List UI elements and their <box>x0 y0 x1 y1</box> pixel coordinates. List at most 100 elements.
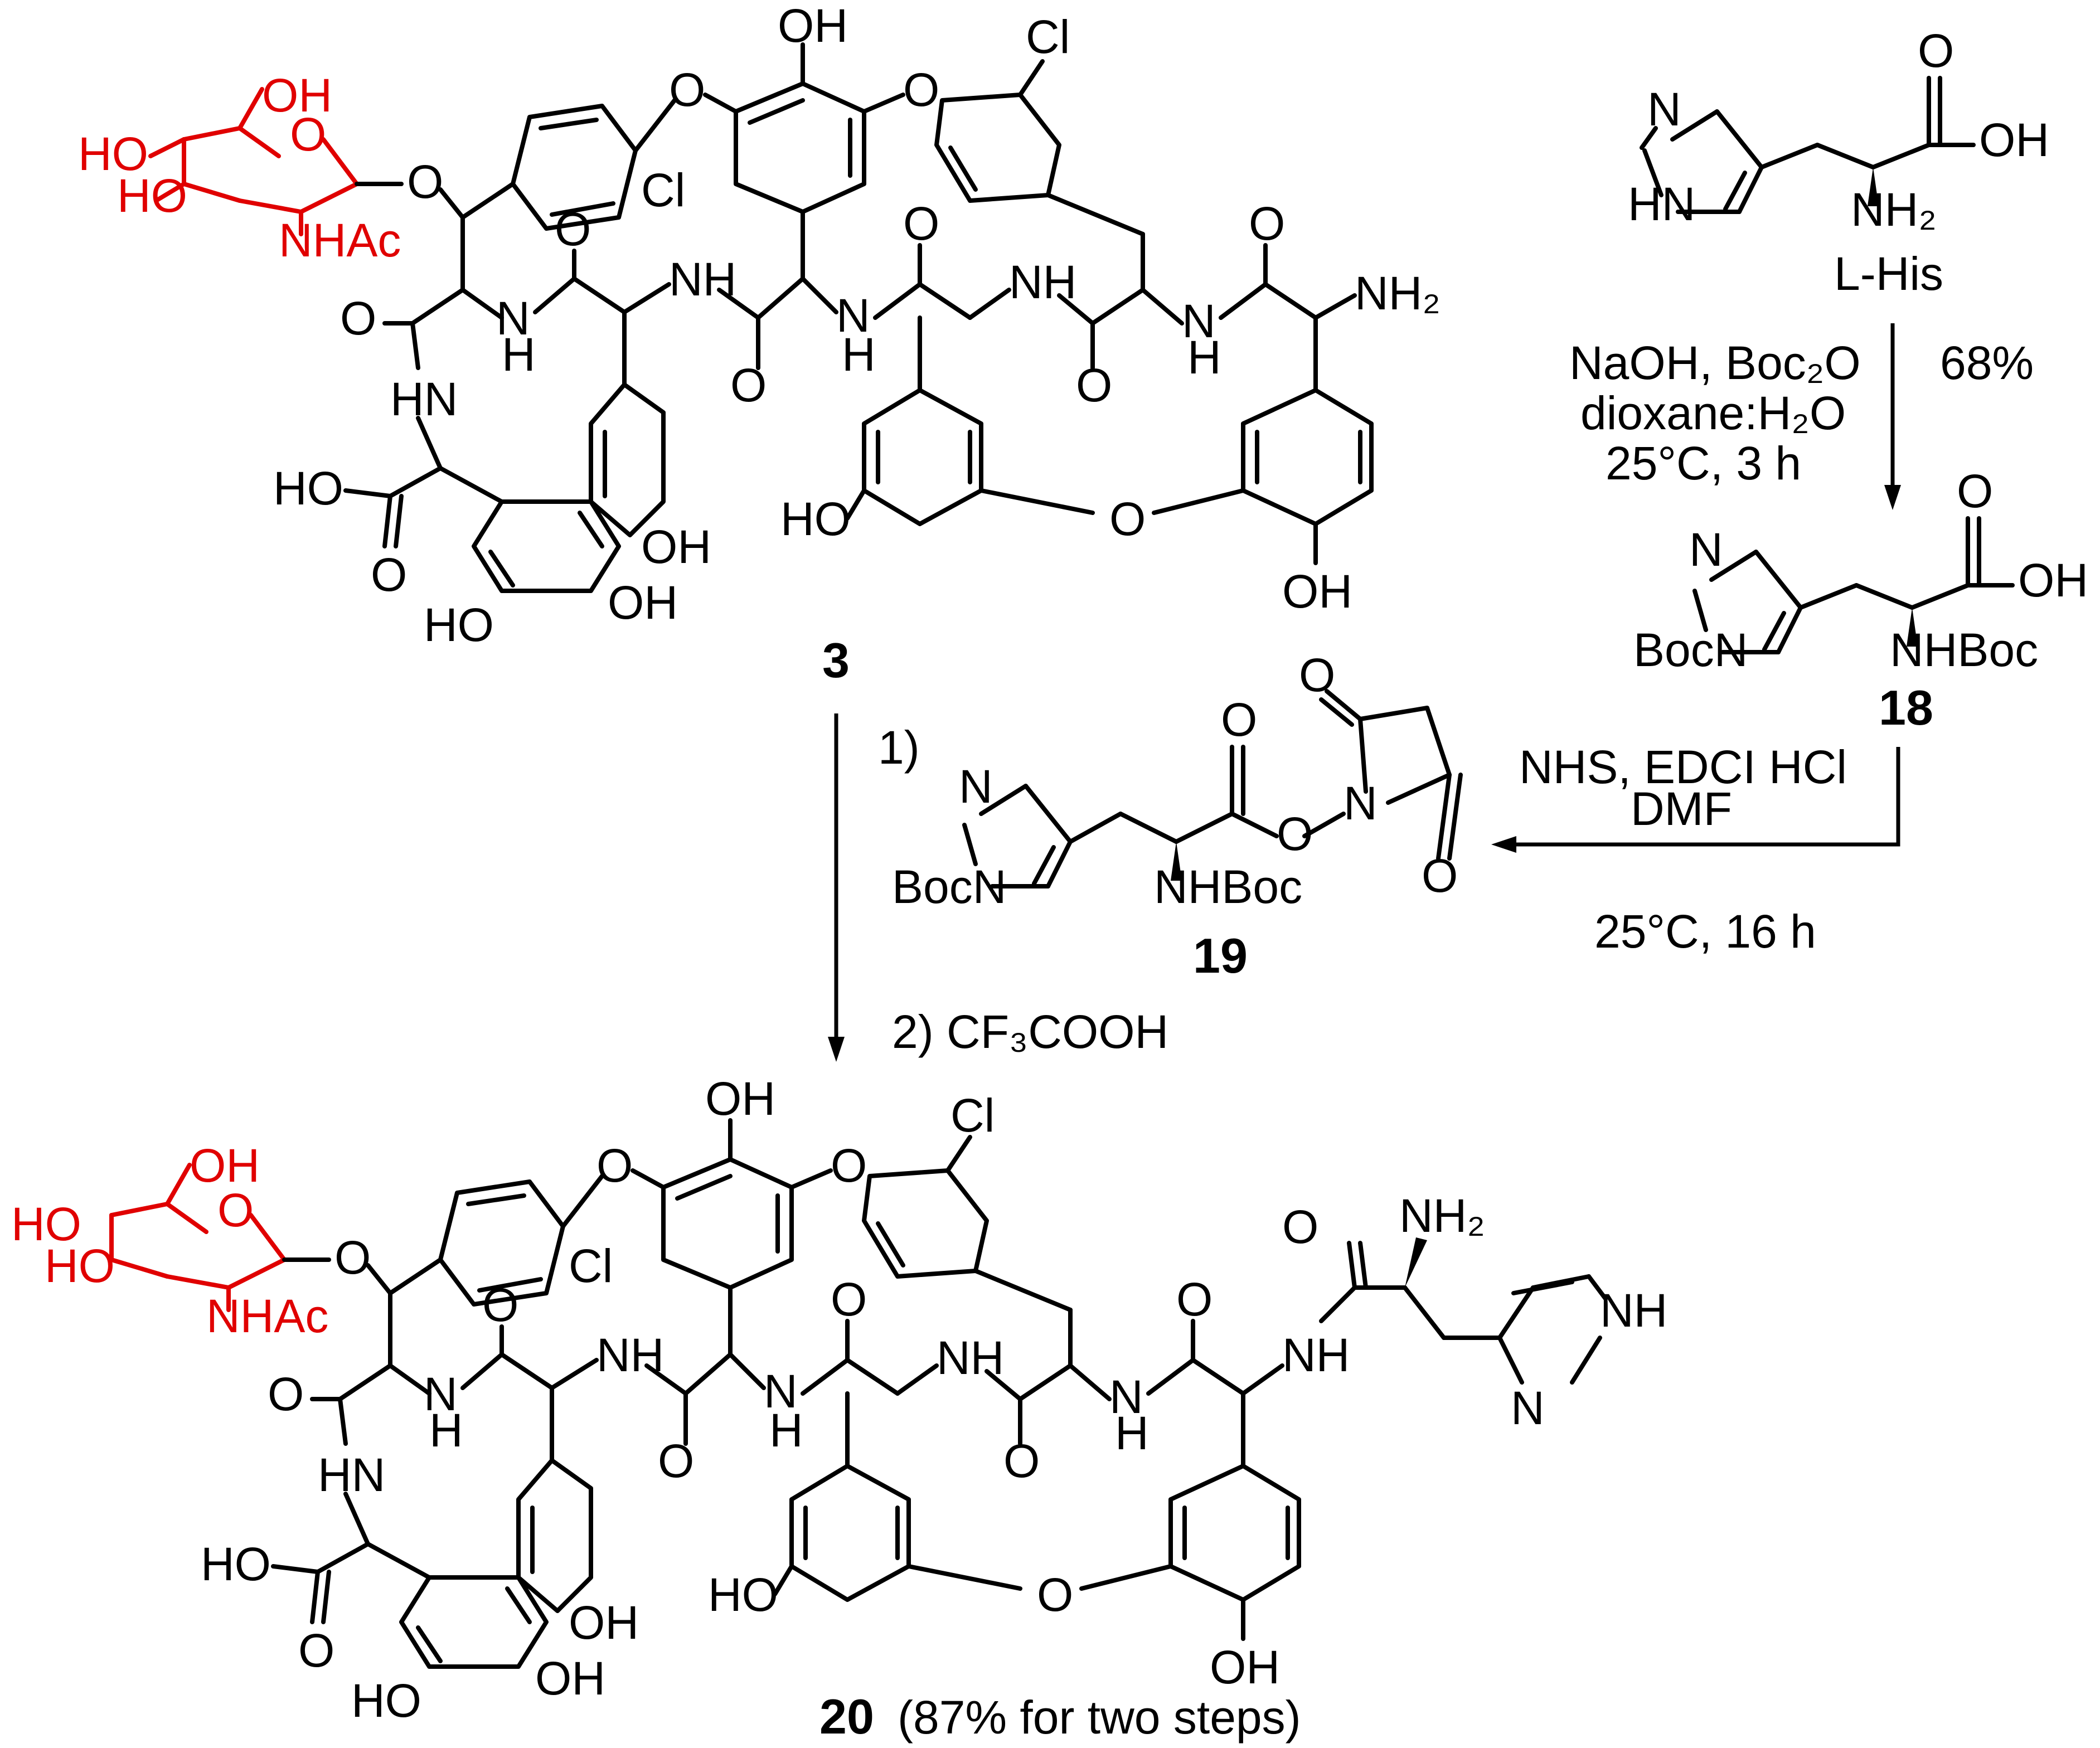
c19-nhs-o2: O <box>1422 849 1458 902</box>
c3-nh3: N <box>836 289 870 342</box>
c20-his-ring-n: N <box>1511 1382 1545 1434</box>
step3-part2: 2) CF₃COOH <box>892 1006 1168 1058</box>
c3-right-oh: OH <box>1282 565 1352 618</box>
c20-sugar-nhac: NHAc <box>206 1290 328 1342</box>
c3-sugar-nhac: NHAc <box>279 214 401 266</box>
c20-nh1: N <box>424 1368 458 1420</box>
c20-o-carbonyl4: O <box>831 1273 867 1325</box>
c20-o-carbonyl3: O <box>658 1435 694 1487</box>
c3-o-carbonyl4: O <box>903 197 939 250</box>
c20-sugar: OH HO HO O NHAc <box>11 1139 328 1342</box>
c3-o-carbonyl1: O <box>340 292 376 344</box>
c3-nh3-h: H <box>842 328 876 381</box>
step2-arrow <box>1511 747 1900 847</box>
his-ring-n: N <box>1647 83 1681 135</box>
c3-nh5: N <box>1182 295 1216 347</box>
c20-top-oh: OH <box>705 1072 775 1125</box>
step3-part1: 1) <box>878 721 920 774</box>
his-acid-oh: OH <box>1979 114 2049 166</box>
c20-sugar-ho3: HO <box>45 1240 115 1292</box>
compound-19-label: 19 <box>1193 928 1248 983</box>
c3-cl2: Cl <box>1026 11 1070 63</box>
compound-20-structure: OH HO HO O NHAc O O Cl OH O Cl <box>11 1072 1667 1727</box>
c3-sugar-ho4: HO <box>78 128 148 180</box>
c20-phenol-ho: HO <box>708 1569 778 1621</box>
c20-nh5: N <box>1109 1371 1143 1423</box>
c20-sugar-ring-o: O <box>217 1184 254 1236</box>
c20-lower-oh1: OH <box>535 1652 605 1705</box>
step1-conditions: 25°C, 3 h <box>1606 437 1801 489</box>
c3-nh2-terminal: NH₂ <box>1355 267 1441 319</box>
c19-carbonyl-o: O <box>1221 693 1257 746</box>
c3-o-carbonyl5: O <box>1076 359 1112 411</box>
c20-his-nh2: NH₂ <box>1399 1189 1485 1242</box>
c20-nh3: N <box>764 1365 798 1417</box>
step2-conditions: 25°C, 16 h <box>1594 905 1816 958</box>
c20-nh6: NH <box>1282 1329 1350 1381</box>
compound-3-label: 3 <box>822 633 850 688</box>
c3-o-carbonyl3: O <box>730 359 767 411</box>
c18-acid-oh: OH <box>2018 554 2088 606</box>
c3-sugar-ring-o: O <box>290 108 326 161</box>
step1-reagent-1: NaOH, Boc₂O <box>1569 337 1861 389</box>
step2-reagent-1: NHS, EDCI HCl <box>1519 741 1847 793</box>
c20-acid-ho: HO <box>201 1538 271 1590</box>
c3-acid-o: O <box>371 548 407 601</box>
c20-nh1-h: H <box>429 1404 463 1456</box>
c20-cl1: Cl <box>569 1240 613 1292</box>
c20-his-o: O <box>1282 1201 1318 1253</box>
c19-nhs-n: N <box>1344 777 1378 829</box>
c20-o-carbonyl5: O <box>1003 1435 1040 1487</box>
c20-ether-o1: O <box>596 1139 633 1192</box>
c19-bocn: BocN <box>892 861 1006 913</box>
his-amine: NH₂ <box>1851 183 1937 236</box>
c3-ether-o1: O <box>669 64 705 116</box>
c20-ether-o2: O <box>831 1139 867 1192</box>
c20-right-oh: OH <box>1210 1641 1280 1693</box>
c20-sugar-ho4: HO <box>11 1198 81 1250</box>
c20-acid-o: O <box>298 1624 334 1677</box>
c3-top-oh: OH <box>778 0 848 52</box>
c20-his-ring-nh: NH <box>1600 1284 1667 1337</box>
c20-cl2: Cl <box>950 1089 995 1142</box>
c19-nhs-o1: O <box>1299 649 1335 701</box>
c18-ring-n: N <box>1689 523 1723 576</box>
compound-20-label: 20 <box>819 1689 874 1744</box>
c20-o-carbonyl1: O <box>268 1368 304 1420</box>
c3-ether-o3: O <box>1109 493 1146 545</box>
c3-sugar-oh6: OH <box>262 69 332 122</box>
compound-20-yield: (87% for two steps) <box>898 1691 1301 1744</box>
l-histidine-structure: N HN O OH NH₂ <box>1628 25 2049 236</box>
compound-18-structure: N BocN O OH NHBoc <box>1633 465 2088 676</box>
c3-o-carbonyl6: O <box>1249 197 1285 250</box>
l-his-label: L-His <box>1834 247 1943 300</box>
c20-o-carbonyl6: O <box>1176 1273 1213 1325</box>
step1-reagent-2: dioxane:H₂O <box>1580 387 1846 439</box>
compound-19-structure: N BocN O O N O O NHBoc <box>892 649 1463 913</box>
c20-hn1: HN <box>318 1449 385 1501</box>
c19-ring-n: N <box>959 760 993 813</box>
c20-sugar-oh6: OH <box>190 1139 260 1192</box>
c3-glyco-o: O <box>407 156 443 208</box>
c18-bocn: BocN <box>1633 624 1748 676</box>
compound-18-label: 18 <box>1879 680 1933 735</box>
c3-lower-ho: HO <box>424 599 494 651</box>
c3-o-carbonyl2: O <box>555 203 591 255</box>
c18-carbonyl-o: O <box>1957 465 1993 517</box>
c18-nhboc: NHBoc <box>1890 624 2038 676</box>
c19-ester-o: O <box>1277 808 1313 860</box>
c3-nh5-h: H <box>1187 331 1221 383</box>
c20-nh3-h: H <box>769 1404 803 1456</box>
c3-lower-oh1: OH <box>608 576 678 629</box>
c3-nh1: N <box>496 292 530 344</box>
c3-cl1: Cl <box>641 164 685 216</box>
step2-reagent-2: DMF <box>1631 783 1732 835</box>
c20-nh5-h: H <box>1115 1407 1149 1459</box>
c20-ether-o3: O <box>1037 1569 1073 1621</box>
c3-acid-ho: HO <box>273 462 343 514</box>
c3-sugar-ho3: HO <box>117 169 187 222</box>
step1-yield: 68% <box>1940 337 2034 389</box>
c3-nh1-h: H <box>502 328 536 381</box>
